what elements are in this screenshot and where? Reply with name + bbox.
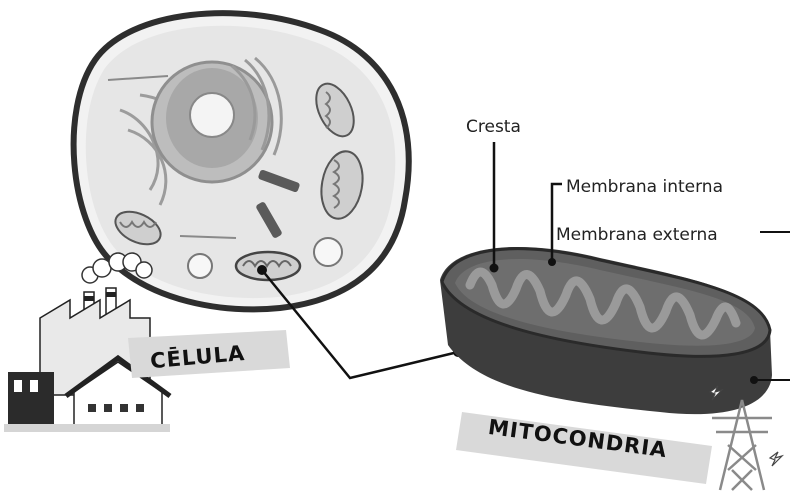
nucleolus — [190, 93, 234, 137]
membrana-interna-text: Membrana interna — [566, 177, 723, 197]
cresta-text: Cresta — [466, 117, 521, 137]
membrana-externa-text: Membrana externa — [556, 225, 718, 245]
power-tower-icon — [712, 400, 772, 490]
mitochondrion — [440, 247, 772, 414]
vesicle-2 — [314, 238, 342, 266]
celula-banner: CĒLULA — [128, 330, 290, 378]
mitocondria-banner: MITOCONDRIA — [456, 412, 712, 484]
label-membrana-externa: Membrana externa — [556, 225, 790, 245]
vesicle-1 — [188, 254, 212, 278]
